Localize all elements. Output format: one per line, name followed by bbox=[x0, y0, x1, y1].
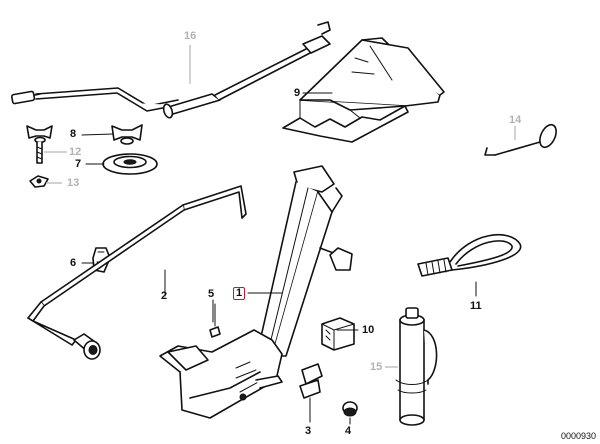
part-2-crank-handle bbox=[27, 185, 247, 360]
callout-1-highlighted[interactable]: 1 bbox=[233, 287, 246, 300]
callout-9[interactable]: 9 bbox=[294, 87, 301, 99]
callout-11[interactable]: 11 bbox=[470, 300, 482, 312]
callout-13[interactable]: 13 bbox=[67, 177, 80, 189]
callout-16[interactable]: 16 bbox=[184, 30, 197, 42]
callout-2[interactable]: 2 bbox=[161, 290, 168, 302]
part-11-strap-loop bbox=[417, 233, 522, 277]
callout-5[interactable]: 5 bbox=[208, 288, 215, 300]
part-13-nut bbox=[29, 175, 49, 188]
part-15-cylinder bbox=[395, 307, 438, 426]
part-8-wing-nut-left bbox=[26, 125, 53, 144]
part-1-jack bbox=[159, 165, 353, 419]
part-7-washer bbox=[102, 153, 158, 175]
callout-10[interactable]: 10 bbox=[362, 324, 375, 336]
callout-12[interactable]: 12 bbox=[69, 146, 82, 158]
part-5-bolt bbox=[209, 303, 221, 338]
part-4-bolt bbox=[342, 401, 358, 425]
callout-7[interactable]: 7 bbox=[75, 158, 82, 170]
part-3-bracket bbox=[299, 363, 323, 423]
callout-4[interactable]: 4 bbox=[345, 425, 352, 437]
callout-6[interactable]: 6 bbox=[70, 257, 77, 269]
part-9-wheel-chock bbox=[282, 37, 445, 143]
callout-15[interactable]: 15 bbox=[370, 361, 383, 373]
part-10-block bbox=[321, 317, 355, 351]
part-14-hook bbox=[484, 123, 557, 156]
part-8-wing-nut-right bbox=[111, 124, 143, 145]
callout-14[interactable]: 14 bbox=[509, 114, 522, 126]
part-12-bolt bbox=[36, 141, 43, 164]
diagram-reference-number: 0000930 bbox=[560, 431, 596, 441]
part-16-rod-with-sleeve bbox=[10, 21, 331, 119]
leader-lines bbox=[44, 45, 516, 368]
callout-8[interactable]: 8 bbox=[70, 128, 77, 140]
callout-3[interactable]: 3 bbox=[305, 425, 312, 437]
